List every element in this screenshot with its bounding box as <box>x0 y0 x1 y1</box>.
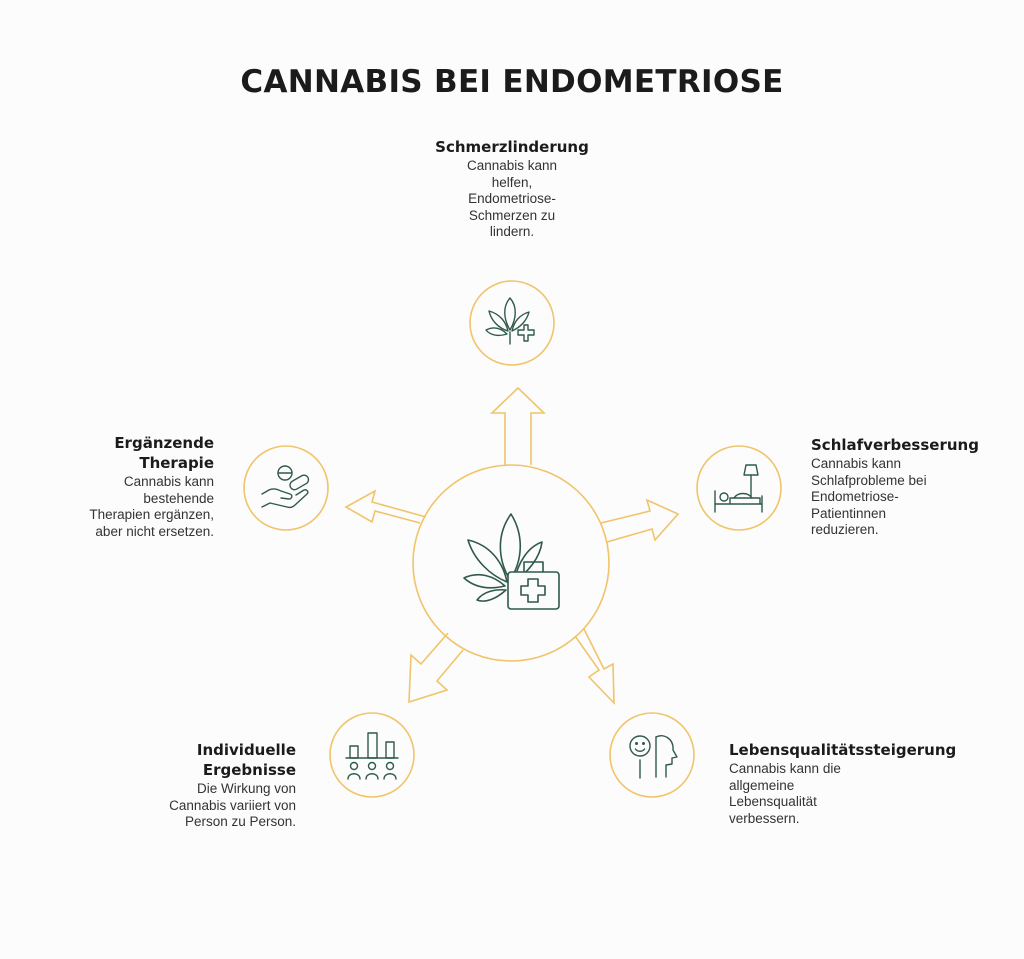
node-heading-schlafverbesserung: Schlafverbesserung <box>811 436 979 454</box>
node-label-left: Ergänzende Therapie Cannabis kann besteh… <box>14 434 214 540</box>
node-label-bottom-right: Lebensqualitätssteigerung Cannabis kann … <box>729 741 989 827</box>
node-desc-line: allgemeine <box>729 777 795 793</box>
node-desc-line: Patientinnen <box>811 505 887 521</box>
node-heading-therapie: Therapie <box>139 454 214 472</box>
node-desc-line: lindern. <box>489 224 535 239</box>
node-desc-line: Cannabis kann die <box>729 761 841 776</box>
node-circle-right <box>696 445 782 531</box>
arrow-bottom-left <box>408 632 464 704</box>
node-desc-line: Lebensqualität <box>729 794 817 809</box>
node-label-right: Schlafverbesserung Cannabis kann Schlafp… <box>811 436 1011 539</box>
node-desc-line: Schlafprobleme bei <box>811 472 927 488</box>
node-label-bottom-left: Individuelle Ergebnisse Die Wirkung von … <box>96 741 296 831</box>
node-circle-bottom-left <box>329 712 415 798</box>
node-desc-line: Cannabis variiert von <box>169 797 296 813</box>
arrow-bottom-right <box>574 628 615 706</box>
node-heading-ergebnisse: Ergebnisse <box>202 761 296 779</box>
node-circle-bottom-right <box>609 712 695 798</box>
arrow-up <box>490 386 546 465</box>
node-heading-ergaenzende: Ergänzende <box>114 434 214 452</box>
node-circle-left <box>243 445 329 531</box>
node-heading-schmerzlinderung: Schmerzlinderung <box>435 138 589 156</box>
node-circle-top <box>469 280 555 366</box>
arrow-right <box>600 498 680 543</box>
node-heading-individuelle: Individuelle <box>196 741 296 759</box>
center-circle <box>412 464 610 662</box>
cannabis-leaf-plus-icon <box>485 297 535 345</box>
arrow-left <box>344 489 427 524</box>
node-label-top: Schmerzlinderung Cannabis kann helfen, E… <box>412 138 612 241</box>
medical-kit-icon <box>507 561 560 610</box>
node-desc-line: Die Wirkung von <box>196 781 296 796</box>
hand-pills-icon <box>261 465 310 509</box>
node-desc-line: Person zu Person. <box>184 814 296 829</box>
page-title: CANNABIS BEI ENDOMETRIOSE <box>240 64 784 100</box>
node-desc-line: bestehende <box>143 490 214 506</box>
node-desc-line: aber nicht ersetzen. <box>95 523 214 539</box>
node-desc-line: Cannabis kann <box>123 474 214 489</box>
bed-lamp-icon <box>714 464 763 513</box>
node-desc-line: Cannabis kann <box>466 158 558 173</box>
node-heading-lebensqualitaetssteigerung: Lebensqualitätssteigerung <box>729 741 957 759</box>
node-desc-line: Cannabis kann <box>811 456 902 471</box>
node-desc-line: Endometriose- <box>468 191 556 206</box>
node-desc-line: Therapien ergänzen, <box>89 507 214 522</box>
node-desc-line: Schmerzen zu <box>468 207 556 223</box>
smiling-face-icon <box>629 735 678 779</box>
node-desc-line: helfen, <box>491 174 533 190</box>
node-desc-line: verbessern. <box>729 810 800 826</box>
node-desc-line: reduzieren. <box>811 522 879 537</box>
people-bar-chart-icon <box>345 732 399 780</box>
node-desc-line: Endometriose- <box>811 489 899 504</box>
